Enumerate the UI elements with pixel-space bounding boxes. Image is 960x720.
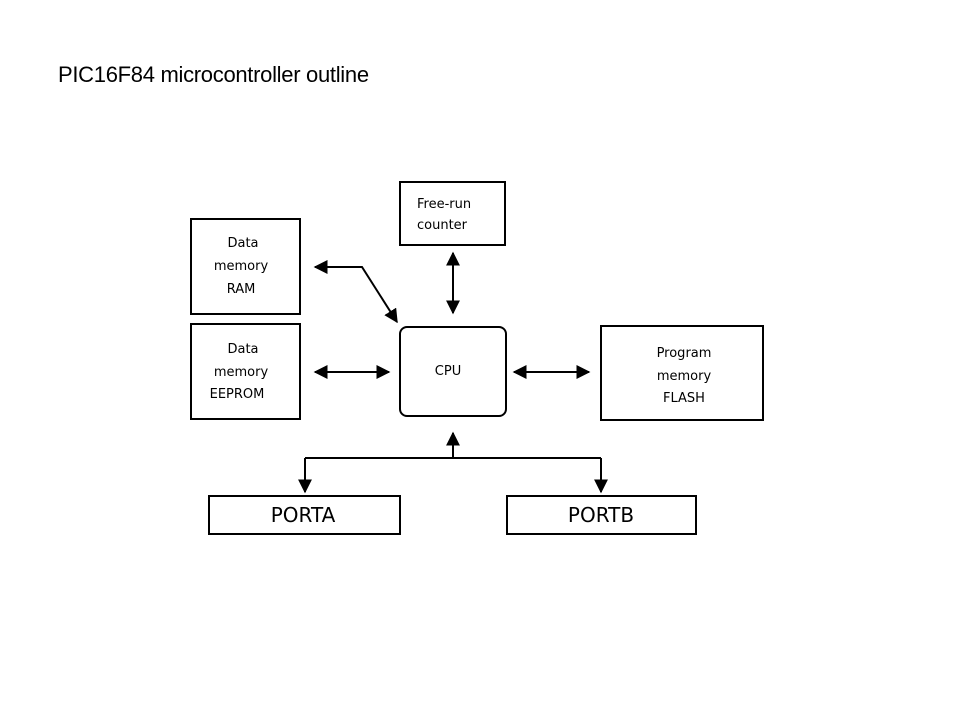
counter-label-2: counter xyxy=(417,218,468,233)
flash-label-3: FLASH xyxy=(663,391,705,406)
ram-label-3: RAM xyxy=(227,282,256,297)
ram-block: Data memory RAM xyxy=(190,218,301,315)
ram-cpu-arrow xyxy=(313,260,398,324)
eeprom-label-3: EEPROM xyxy=(210,387,265,402)
cpu-block: CPU xyxy=(399,326,507,417)
porta-block: PORTA xyxy=(208,495,401,535)
eeprom-label-2: memory xyxy=(214,365,269,380)
cpu-label: CPU xyxy=(435,364,461,379)
portb-block: PORTB xyxy=(506,495,697,535)
eeprom-block: Data memory EEPROM xyxy=(190,323,301,420)
flash-label-2: memory xyxy=(657,369,712,384)
eeprom-label-1: Data xyxy=(227,342,258,357)
flash-block: Program memory FLASH xyxy=(600,325,764,421)
ram-label-2: memory xyxy=(214,259,269,274)
porta-label: PORTA xyxy=(271,503,336,527)
ram-label-1: Data xyxy=(227,236,258,251)
counter-label-1: Free-run xyxy=(417,197,471,212)
counter-block: Free-run counter xyxy=(399,181,506,246)
portb-label: PORTB xyxy=(568,503,634,527)
page-title: PIC16F84 microcontroller outline xyxy=(58,62,369,87)
flash-label-1: Program xyxy=(657,346,712,361)
